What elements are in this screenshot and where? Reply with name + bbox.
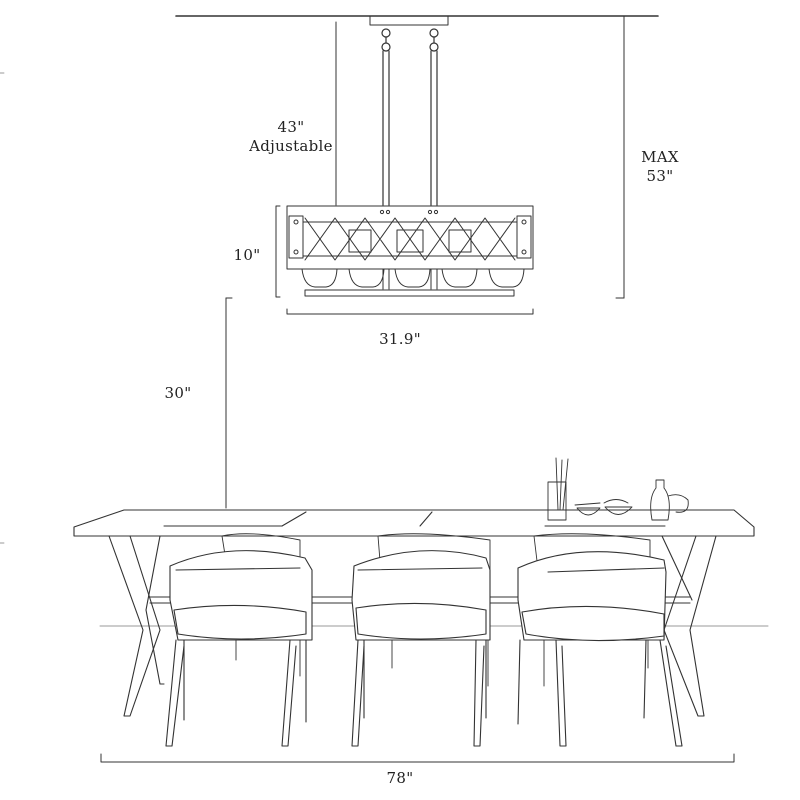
table-length-bracket (100, 753, 735, 763)
chair-front-left (165, 550, 313, 747)
clearance-label: 30" (164, 384, 192, 402)
edge-ticks (0, 72, 5, 544)
tabletop-items (547, 457, 689, 521)
fixture-height-bracket (275, 205, 281, 298)
chandelier-canopy (369, 15, 449, 52)
max-height-value: 53" (646, 167, 674, 185)
max-height-label: MAX 53" (620, 148, 700, 186)
rod-length-note: Adjustable (249, 137, 333, 155)
max-height-dimension-line (615, 15, 625, 299)
rod-length-label: 43" Adjustable (236, 118, 346, 156)
chair-front-middle (351, 550, 491, 747)
max-height-prefix: MAX (641, 148, 679, 166)
fixture-width-bracket (286, 308, 534, 315)
fixture-width-label: 31.9" (379, 330, 421, 348)
chandelier-rods (382, 50, 438, 206)
fixture-height-label: 10" (233, 246, 261, 264)
chandelier-fixture (286, 205, 534, 297)
table-length-label: 78" (386, 769, 414, 787)
rod-length-value: 43" (277, 118, 305, 136)
clearance-dimension-line (225, 297, 233, 509)
chair-front-right (517, 551, 683, 747)
